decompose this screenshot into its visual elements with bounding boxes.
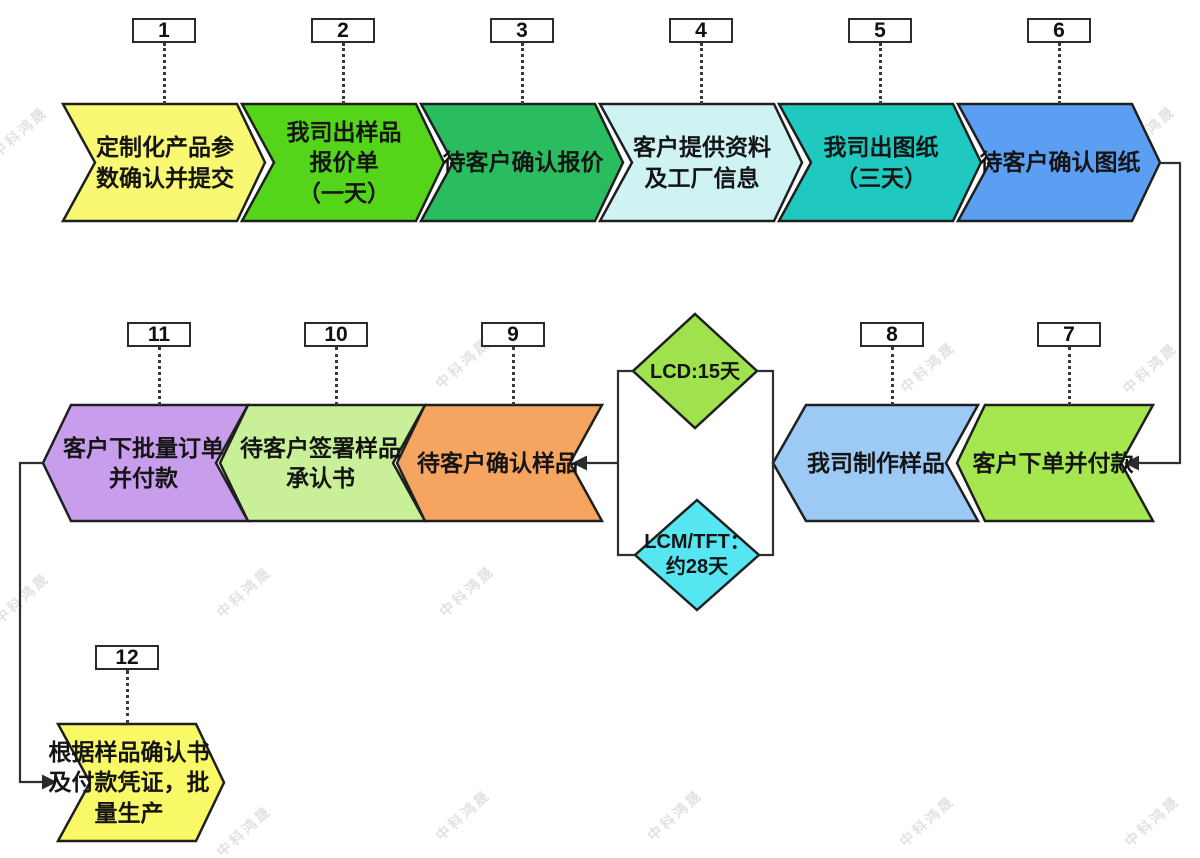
dotted-leader-5	[878, 43, 882, 104]
step-11-chevron	[41, 403, 251, 523]
dotted-leader-10	[334, 347, 338, 405]
connector-6-to-7	[1136, 161, 1182, 465]
lcm-duration-diamond	[633, 498, 761, 612]
step-10-chevron	[218, 403, 428, 523]
connector-11-to-12	[18, 461, 44, 784]
dotted-leader-9	[511, 347, 515, 405]
step-3-chevron	[418, 102, 625, 223]
step-8-number-box: 8	[860, 322, 924, 347]
step-10-number-box: 10	[304, 322, 368, 347]
step-4-chevron	[597, 102, 804, 223]
arrow-right-icon	[42, 774, 57, 790]
step-1-number-box: 1	[132, 18, 196, 43]
step-8-chevron	[771, 403, 981, 523]
dotted-leader-12	[125, 670, 129, 724]
step-6-chevron	[955, 102, 1162, 223]
dotted-leader-3	[520, 43, 524, 104]
step-7-chevron	[955, 403, 1156, 523]
dotted-leader-1	[162, 43, 166, 104]
step-2-number-box: 2	[311, 18, 375, 43]
step-12-number-box: 12	[95, 645, 159, 670]
step-1-chevron	[60, 102, 267, 223]
step-9-number-box: 9	[481, 322, 545, 347]
lcd-duration-diamond	[631, 312, 759, 430]
step-7-number-box: 7	[1037, 322, 1101, 347]
step-4-number-box: 4	[669, 18, 733, 43]
step-5-chevron	[776, 102, 983, 223]
diamond-bracket-right	[757, 369, 775, 557]
dotted-leader-2	[341, 43, 345, 104]
step-5-number-box: 5	[848, 18, 912, 43]
arrow-left-icon	[1124, 455, 1139, 471]
diamond-bracket-left	[616, 369, 635, 557]
step-2-chevron	[239, 102, 446, 223]
dotted-leader-8	[890, 347, 894, 405]
arrow-left-icon	[572, 455, 587, 471]
dotted-leader-4	[699, 43, 703, 104]
dotted-leader-6	[1057, 43, 1061, 104]
dotted-leader-7	[1067, 347, 1071, 405]
step-3-number-box: 3	[490, 18, 554, 43]
dotted-leader-11	[157, 347, 161, 405]
step-12-chevron	[55, 722, 226, 843]
step-6-number-box: 6	[1027, 18, 1091, 43]
step-9-chevron	[395, 403, 605, 523]
step-11-number-box: 11	[127, 322, 191, 347]
